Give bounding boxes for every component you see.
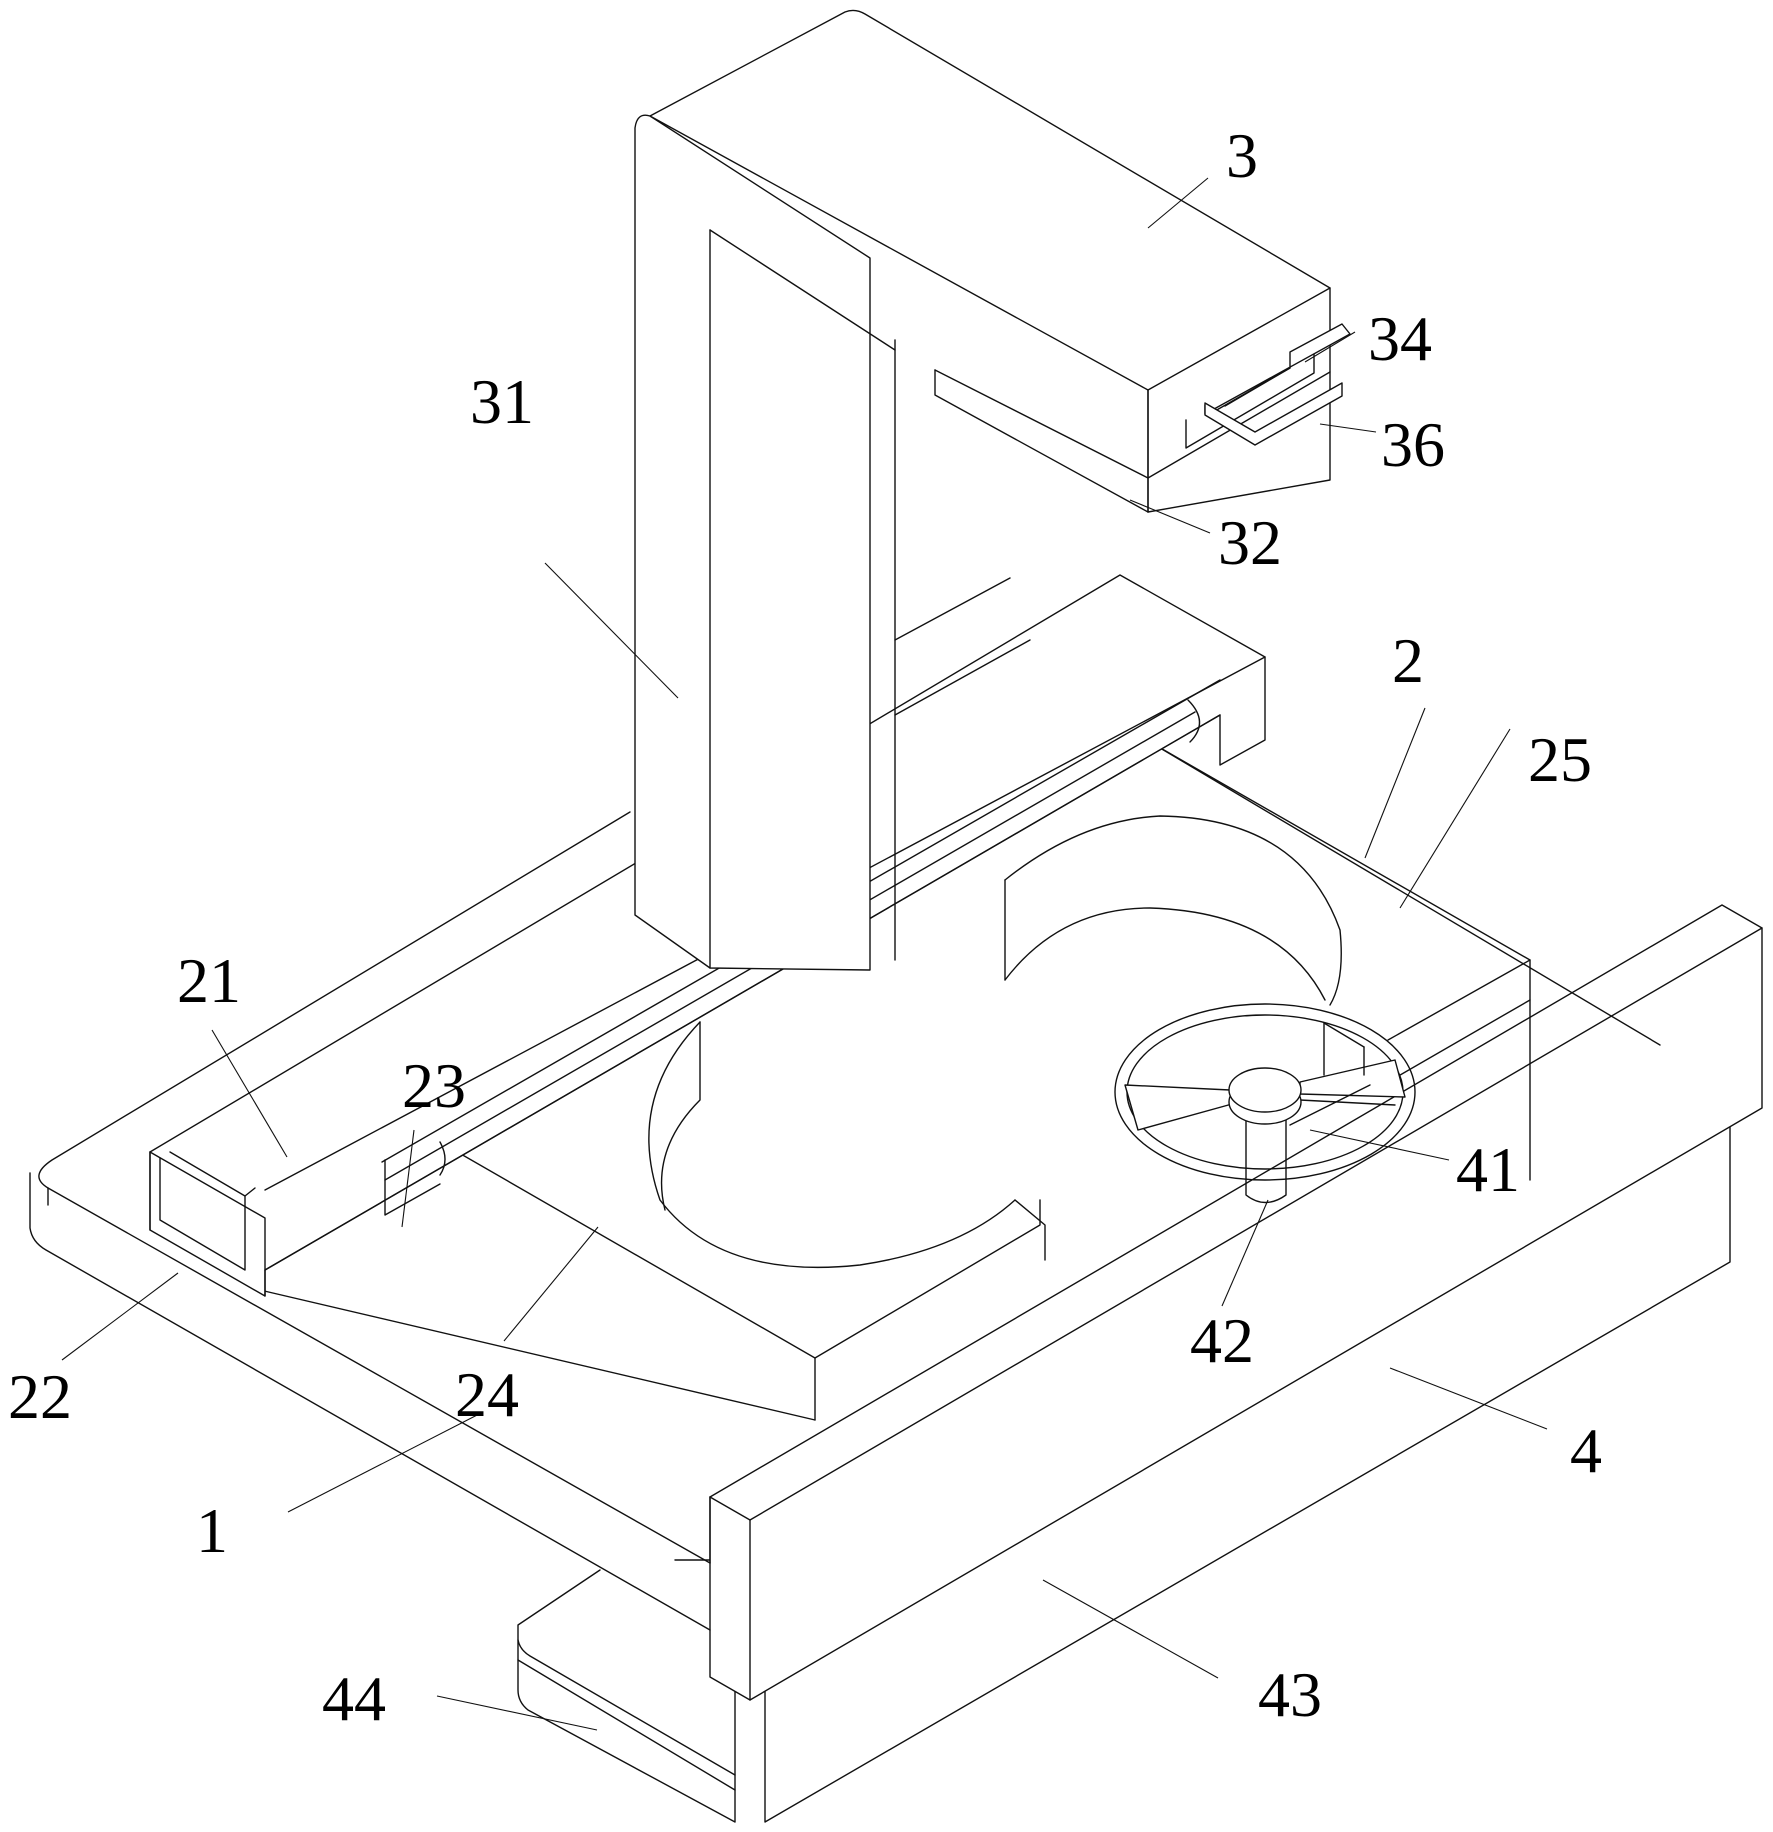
- leader-36: [1319, 423, 1377, 433]
- leader-24: [503, 1226, 599, 1342]
- label-32: 32: [1218, 507, 1282, 578]
- front-frame: [709, 904, 1763, 1701]
- label-21: 21: [177, 945, 241, 1016]
- base-plate: [29, 741, 1661, 1631]
- leader-23: [401, 1129, 415, 1228]
- label-4: 4: [1570, 1415, 1602, 1486]
- lower-box: [517, 1079, 1731, 1823]
- leader-4: [1389, 1367, 1548, 1430]
- reference-labels: 3 34 36 31 32 2 25 21 23 22 24 41 42 1 4…: [8, 120, 1602, 1734]
- work-plate: [259, 741, 1531, 1421]
- label-36: 36: [1381, 409, 1445, 480]
- label-31: 31: [470, 366, 534, 437]
- label-25: 25: [1528, 724, 1592, 795]
- label-1: 1: [196, 1495, 228, 1566]
- head-housing: [649, 9, 1331, 513]
- leader-42: [1221, 1199, 1269, 1307]
- leader-31: [544, 562, 679, 699]
- leader-25: [1399, 728, 1511, 909]
- label-44: 44: [322, 1663, 386, 1734]
- label-3: 3: [1226, 120, 1258, 191]
- leader-3: [1147, 177, 1209, 229]
- label-34: 34: [1368, 303, 1432, 374]
- leader-41: [1309, 1129, 1450, 1161]
- label-24: 24: [455, 1359, 519, 1430]
- leader-44: [436, 1695, 598, 1731]
- label-43: 43: [1258, 1659, 1322, 1730]
- label-42: 42: [1190, 1305, 1254, 1376]
- leader-lines: [61, 177, 1548, 1731]
- c-shaped-recess: [648, 815, 1342, 1268]
- label-23: 23: [402, 1050, 466, 1121]
- leader-43: [1042, 1579, 1219, 1679]
- leader-34: [1304, 331, 1356, 363]
- vertical-column: [634, 114, 1031, 971]
- label-41: 41: [1456, 1134, 1520, 1205]
- label-2: 2: [1392, 625, 1424, 696]
- leader-1: [287, 1411, 484, 1513]
- label-22: 22: [8, 1361, 72, 1432]
- handwheel: [1114, 1003, 1416, 1204]
- leader-32: [1129, 499, 1211, 534]
- leader-22: [61, 1272, 179, 1361]
- leader-2: [1364, 707, 1426, 859]
- end-slot: [149, 1151, 256, 1271]
- leader-21: [211, 1029, 288, 1158]
- drawer-handle: [1185, 323, 1351, 449]
